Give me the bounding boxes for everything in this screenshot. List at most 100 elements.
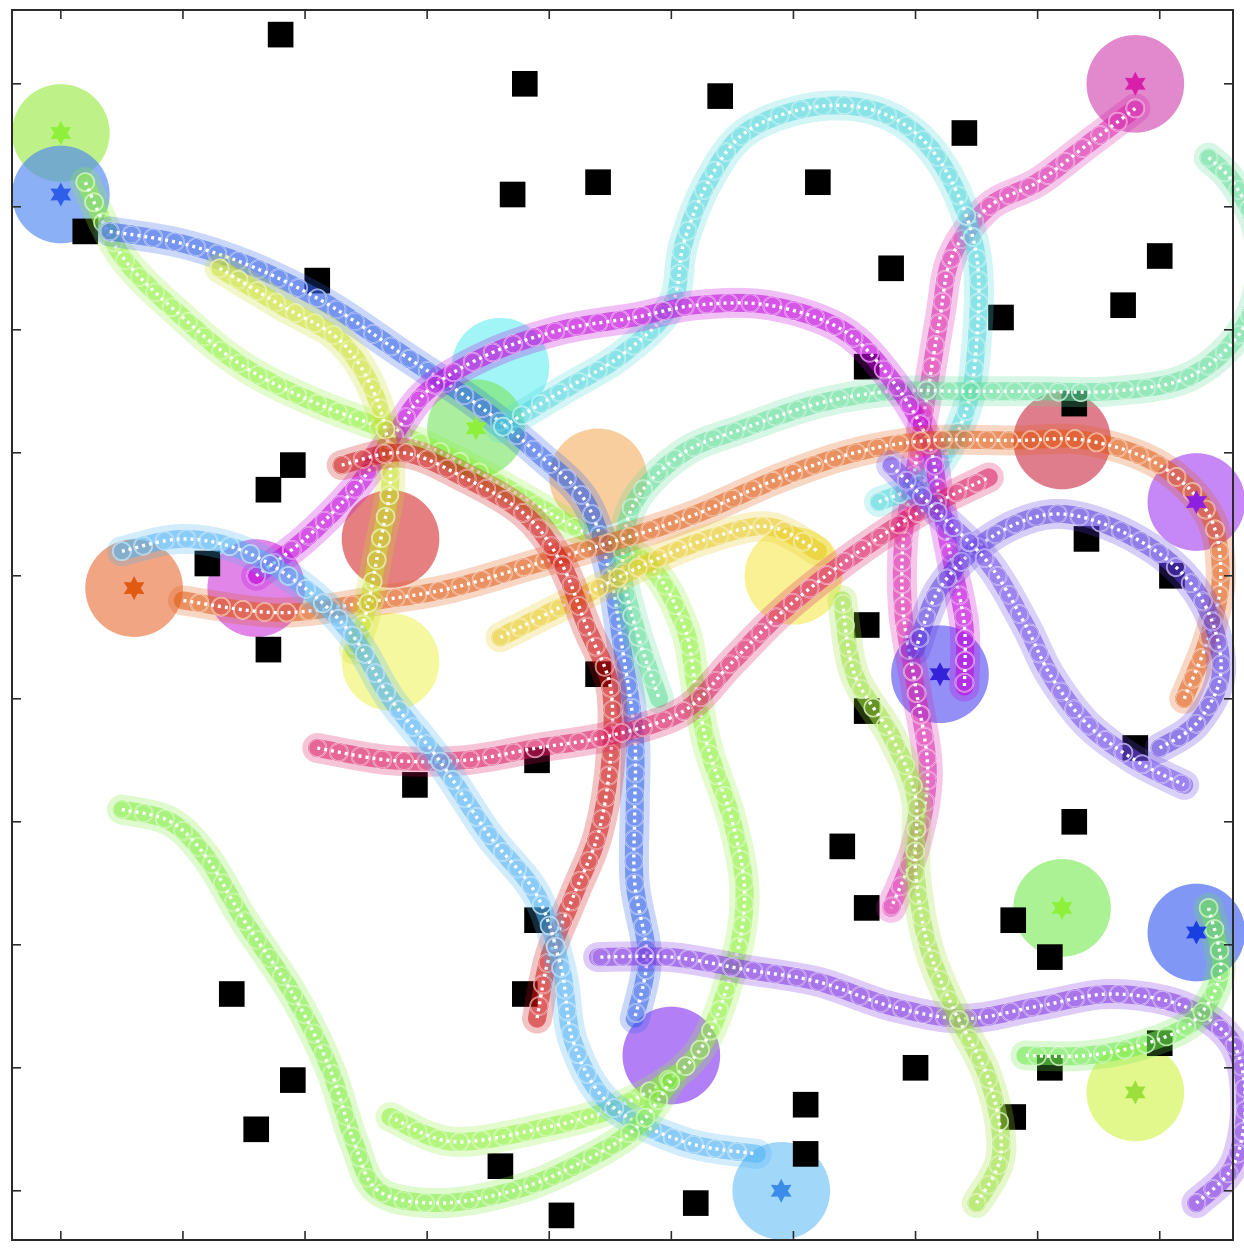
obstacle-12: [988, 304, 1014, 331]
trajectory-sample-ring: [702, 498, 722, 517]
trajectory-sample-ring: [540, 454, 560, 474]
trajectory-sample-ring: [1225, 1036, 1244, 1056]
trajectory-sample-ring: [307, 394, 327, 413]
agent-trajectory-7: [204, 253, 406, 665]
trajectory-sample-ring: [260, 554, 280, 574]
trajectory-sample-ring: [327, 300, 346, 319]
trajectory-sample-ring: [571, 485, 591, 505]
trajectory-sample-ring: [716, 142, 736, 162]
trajectory-sample-ring: [165, 232, 185, 252]
trajectory-sample-ring: [626, 742, 645, 761]
trajectory-sample-ring: [949, 585, 969, 605]
trajectory-sample-ring: [443, 770, 463, 790]
trajectory-sample-ring: [624, 336, 644, 355]
trajectory-sample-ring: [956, 206, 976, 226]
trajectory-sample-ring: [731, 126, 751, 146]
trajectory-sample-ring: [294, 1004, 314, 1024]
trajectory-sample-ring: [1174, 689, 1194, 709]
trajectory-sample-ring: [1167, 467, 1186, 487]
trajectory-sample-ring: [735, 639, 755, 658]
trajectory-sample-ring: [960, 1029, 979, 1049]
trajectory-sample-ring: [543, 1166, 563, 1186]
trajectory-sample-ring: [871, 993, 891, 1013]
trajectory-sample-ring: [791, 100, 811, 119]
trajectory-sample-ring: [770, 106, 790, 125]
trajectory-sample-ring: [1020, 624, 1040, 643]
trajectory-sample-ring: [553, 555, 572, 575]
trajectory-sample-ring: [313, 593, 333, 613]
trajectory-sample-ring: [949, 1010, 969, 1030]
trajectory-sample-ring: [1090, 125, 1110, 145]
trajectory-sample-ring: [224, 893, 243, 912]
trajectory-sample-ring: [615, 654, 635, 674]
trajectory-sample-ring: [586, 830, 606, 850]
trajectory-sample-ring: [751, 623, 770, 643]
trajectory-sample-ring: [202, 855, 221, 874]
trajectory-sample-ring: [999, 585, 1019, 605]
trajectory-sample-ring: [720, 654, 740, 674]
agent-trajectory-4: [607, 142, 1244, 714]
trajectory-sample-ring: [927, 147, 947, 167]
trajectory-sample-ring: [725, 422, 744, 442]
trajectory-sample-ring: [694, 180, 714, 200]
trajectory-sample-ring: [970, 1049, 990, 1069]
trajectory-sample-ring: [1150, 738, 1170, 758]
trajectory-sample-ring: [540, 916, 559, 935]
trajectory-sample-ring: [563, 1157, 583, 1176]
obstacle-27: [548, 1202, 575, 1229]
obstacle-43: [1037, 944, 1063, 970]
trajectory-sample-ring: [1114, 743, 1133, 763]
trajectory-sample-ring: [115, 250, 135, 270]
trajectory-sample-ring: [939, 990, 959, 1010]
trajectory-sample-ring: [524, 440, 543, 460]
trajectory-sample-ring: [808, 972, 828, 992]
trajectory-sample-ring: [1129, 445, 1149, 465]
trajectory-sample-ring: [493, 417, 513, 437]
trajectory-sample-ring: [592, 809, 612, 829]
trajectory-sample-ring: [1093, 382, 1113, 402]
trajectory-sample-ring: [248, 365, 268, 385]
trajectory-mean-line: [499, 103, 981, 504]
trajectory-sample-ring: [186, 237, 206, 257]
trajectory-sample-ring: [287, 385, 307, 405]
trajectory-sample-ring: [1111, 521, 1131, 541]
trajectory-sample-ring: [1152, 990, 1172, 1010]
goal-marker-layer: [50, 71, 1207, 1203]
trajectory-sample-ring: [1091, 513, 1110, 533]
trajectory-sample-ring: [523, 1174, 543, 1194]
trajectory-sample-ring: [955, 629, 975, 649]
obstacle-24: [280, 1067, 306, 1093]
trajectory-sample-ring: [727, 828, 746, 848]
trajectory-mean-line: [121, 807, 673, 1205]
trajectory-sample-ring: [683, 658, 703, 678]
trajectory-sample-ring: [371, 528, 391, 548]
trajectory-sample-ring: [112, 541, 132, 561]
trajectory-sample-ring: [1158, 374, 1178, 394]
trajectory-sample-ring: [409, 390, 429, 409]
trajectory-mean-line: [889, 463, 1185, 787]
trajectory-sample-ring: [579, 851, 599, 871]
trajectory-sample-ring: [1199, 696, 1219, 716]
trajectory-sample-ring: [269, 268, 288, 288]
trajectory-sample-ring: [1132, 754, 1152, 774]
trajectory-sample-ring: [595, 657, 614, 677]
trajectory-sample-ring: [986, 525, 1006, 544]
trajectory-sample-ring: [513, 503, 533, 523]
trajectory-sample-ring: [1166, 557, 1186, 577]
trajectory-sample-ring: [1108, 438, 1128, 458]
trajectory-sample-ring: [579, 1107, 599, 1127]
trajectory-sample-ring: [267, 375, 287, 395]
trajectory-sample-ring: [550, 383, 569, 402]
trajectory-sample-ring: [155, 531, 175, 551]
trajectory-sample-ring: [850, 986, 870, 1006]
trajectory-sample-ring: [521, 876, 541, 896]
trajectory-sample-ring: [425, 375, 445, 395]
trajectory-sample-ring: [599, 533, 618, 553]
trajectory-sample-ring: [561, 1023, 581, 1043]
trajectory-sample-ring: [248, 259, 268, 279]
agent-trajectory-12: [583, 941, 1244, 1219]
trajectory-sample-ring: [715, 786, 734, 806]
trajectory-sample-ring: [376, 682, 396, 702]
goal-star-icon: [770, 1178, 792, 1203]
trajectory-sample-ring: [829, 389, 849, 409]
